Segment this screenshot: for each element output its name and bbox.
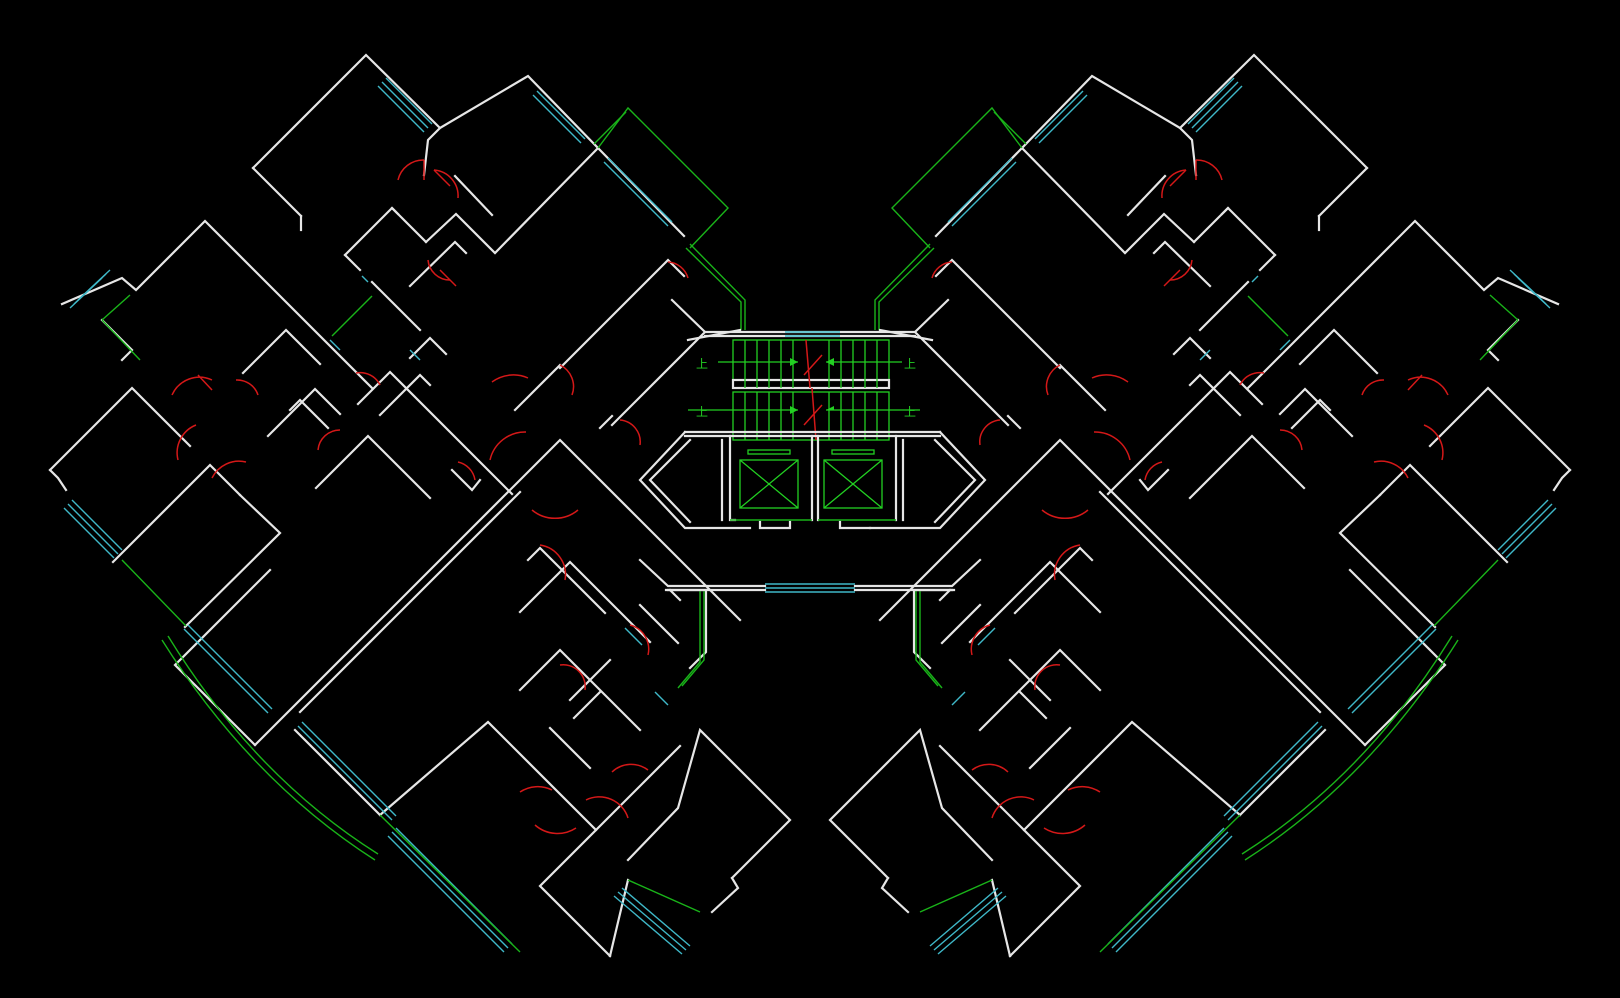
upper-left-balcony-rails bbox=[101, 106, 746, 627]
upper-left-doors bbox=[171, 159, 689, 520]
lower-corridor bbox=[638, 558, 982, 593]
stair-block: 上 上 上 上 bbox=[688, 331, 920, 441]
lower-left-balcony-rails bbox=[161, 590, 705, 953]
upper-left-apartment bbox=[48, 53, 746, 629]
right-wing-floor-plan bbox=[828, 53, 1572, 958]
stair-up-mark-3: 上 bbox=[696, 405, 708, 419]
stair-up-mark-1: 上 bbox=[696, 357, 708, 371]
upper-left-windows bbox=[63, 77, 673, 559]
lift-2 bbox=[818, 449, 896, 521]
central-core: 上 上 上 上 bbox=[638, 328, 987, 593]
stair-up-mark-2: 上 bbox=[904, 357, 916, 371]
lift-1 bbox=[730, 449, 812, 521]
lower-left-windows bbox=[183, 624, 691, 955]
left-wing-floor-plan bbox=[48, 53, 792, 958]
lower-left-doors bbox=[519, 544, 650, 835]
lower-left-apartment bbox=[161, 438, 792, 958]
stair-up-mark-4: 上 bbox=[904, 405, 916, 419]
lift-lobby bbox=[638, 430, 987, 530]
